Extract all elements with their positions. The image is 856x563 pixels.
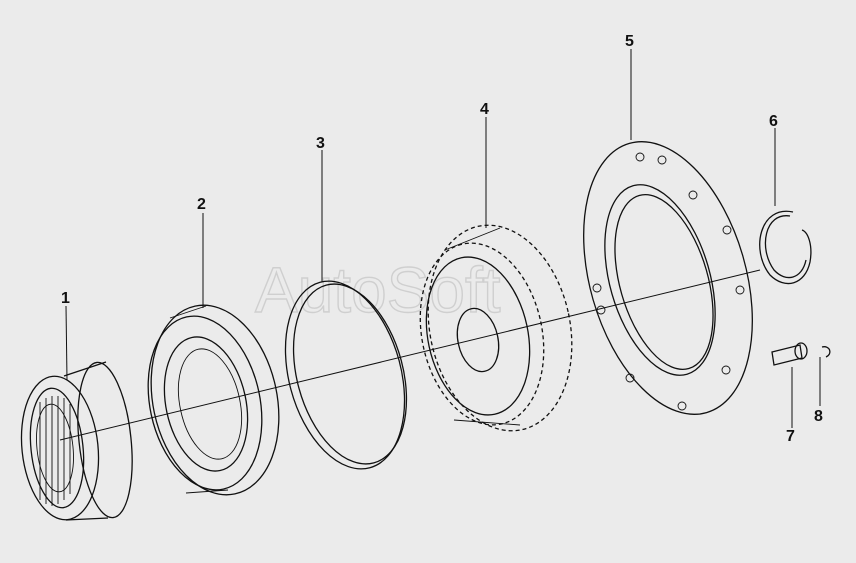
needle-bearing [20,361,133,521]
washer [821,346,831,358]
callout-5: 5 [625,33,634,50]
callout-2: 2 [197,196,206,213]
gear [419,224,573,432]
bearing-ring [147,304,280,496]
callout-3: 3 [316,135,325,152]
callout-7: 7 [786,428,795,445]
callout-1: 1 [61,290,70,307]
watermark: AutoSoft [255,254,501,326]
flange-plate [583,141,753,415]
callout-4: 4 [480,101,489,118]
callout-8: 8 [814,408,823,425]
circlip [759,210,812,285]
bolt [771,342,808,366]
center-axis [59,269,761,441]
callout-6: 6 [769,113,778,130]
leader-1 [65,305,68,381]
snap-ring-large [284,280,408,470]
